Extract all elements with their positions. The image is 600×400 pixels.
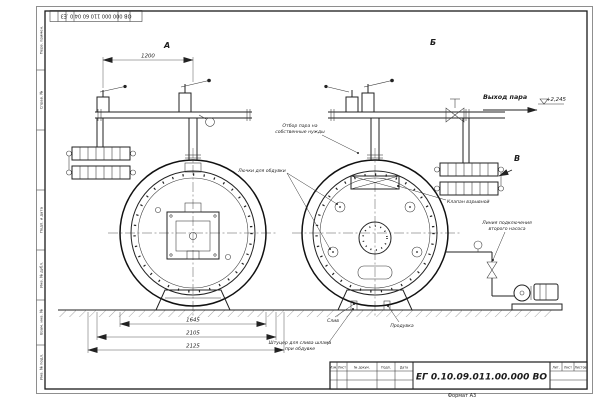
soot-hatch (327, 246, 339, 258)
callout-explosion-valve: Клапан взрывной (397, 185, 490, 205)
callout-own-needs: Отбор пара на собственные нужды (275, 123, 359, 154)
callout-pump-line: Линия подключения второго насоса (481, 220, 532, 261)
door-hinge (184, 162, 202, 173)
elevation-value: +2,245 (546, 97, 567, 103)
callout-soot-hatches: Лючки для обдувки (237, 168, 338, 250)
burner-port (189, 232, 197, 240)
tb-header: Дата (400, 366, 408, 370)
shell-outline (119, 159, 267, 307)
feed-pump (511, 283, 563, 311)
callout-text: Продувка (390, 323, 414, 329)
safety-valve (323, 84, 359, 113)
margin-label: Взам. инв. № (39, 309, 44, 335)
sheet-frame (36, 6, 593, 394)
drain-stub (350, 300, 358, 311)
dim-value: 2105 (186, 331, 200, 337)
tb-header: Лист (564, 366, 572, 370)
view-label-v: В (498, 154, 520, 177)
callout-drain: Слив (327, 303, 355, 324)
view-label-text: В (514, 154, 520, 163)
dimension-bottom: 1645 2105 2125 (87, 312, 285, 353)
callout-text: Штуцер для слива шлама (269, 340, 332, 346)
tb-header: Листов (575, 366, 587, 370)
callout-text: Лючки для обдувки (237, 168, 286, 174)
view-label-b: Б (430, 38, 436, 47)
tb-header: № докум. (354, 366, 370, 370)
soot-hatch (411, 246, 423, 258)
shell-outline (301, 159, 449, 307)
callout-text: собственные нужды (275, 129, 325, 135)
soot-hatch (334, 201, 346, 213)
steam-outlet-label: Выход пара (483, 93, 527, 101)
margin-label: Перв. примен. (39, 26, 44, 55)
format-label: Формат А3 (448, 393, 476, 399)
tb-header: Подп. (381, 366, 391, 370)
economizer-left (66, 146, 136, 180)
door-bolts (133, 173, 253, 293)
valve-icon (486, 261, 498, 271)
view-label-a: А (163, 41, 170, 50)
manhole (358, 221, 392, 255)
safety-valve (361, 78, 395, 113)
margin-label: Инв. № подл. (39, 354, 44, 380)
dimension-top: 1200 (102, 54, 194, 88)
sight-port (155, 207, 161, 213)
pump-connection-line (445, 240, 514, 297)
pump-base (511, 303, 563, 311)
document-number: ЕГ 0.10.09.011.00.000 ВО (416, 373, 548, 383)
support-saddle (337, 289, 413, 311)
callout-blowdown: Продувка (387, 305, 414, 329)
gate-valve (445, 98, 465, 123)
explosion-valve (350, 175, 400, 190)
tb-header: Лист (338, 366, 346, 370)
boiler-rear-view (292, 148, 460, 318)
door-bolts (315, 173, 435, 293)
boiler-front-view (108, 148, 278, 318)
economizer-right (434, 162, 504, 196)
callout-text: Линия подключения (481, 220, 532, 226)
elevation-mark: +2,245 (538, 97, 567, 105)
soot-hatch (404, 201, 416, 213)
pressure-gauge (205, 117, 215, 127)
front-view-piping (95, 78, 252, 161)
top-stamp-text: ОВ 000 000 110 60 04 0 .ЕЗ (61, 13, 132, 19)
top-stamp: ОВ 000 000 110 60 04 0 .ЕЗ (49, 10, 143, 22)
callout-text: Слив (327, 318, 339, 324)
callout-text: при обдувке (285, 346, 315, 352)
rear-view-piping (323, 78, 505, 163)
dim-value: 1645 (186, 318, 200, 324)
margin-stamp-column: Перв. примен. Справ. № Подп. и дата Инв.… (39, 26, 44, 380)
dim-value: 2125 (186, 344, 200, 350)
blowdown-stub (383, 300, 391, 311)
handhole (357, 265, 393, 280)
support-saddle (155, 289, 231, 311)
ground-line (58, 309, 553, 317)
sight-port (225, 254, 231, 260)
pump-volute (513, 284, 531, 302)
title-block: Изм. Лист № докум. Подп. Дата Лит. Лист … (329, 361, 588, 390)
callout-text: Отбор пара на (282, 123, 317, 129)
margin-label: Инв. № дубл. (39, 262, 44, 288)
callout-sludge: Штуцер для слива шлама при обдувке (269, 308, 354, 352)
tb-header: Изм. (330, 366, 338, 370)
tb-header: Лит. (552, 366, 559, 370)
dim-value: 1200 (141, 54, 155, 60)
margin-label: Подп. и дата (39, 207, 44, 233)
margin-label: Справ. № (39, 91, 44, 110)
pressure-gauge (473, 240, 483, 250)
callout-text: Клапан взрывной (447, 199, 490, 205)
safety-valve (178, 78, 212, 113)
callout-text: второго насоса (488, 227, 525, 232)
steam-outlet: Выход пара +2,245 (483, 93, 567, 113)
safety-valve (96, 84, 128, 113)
